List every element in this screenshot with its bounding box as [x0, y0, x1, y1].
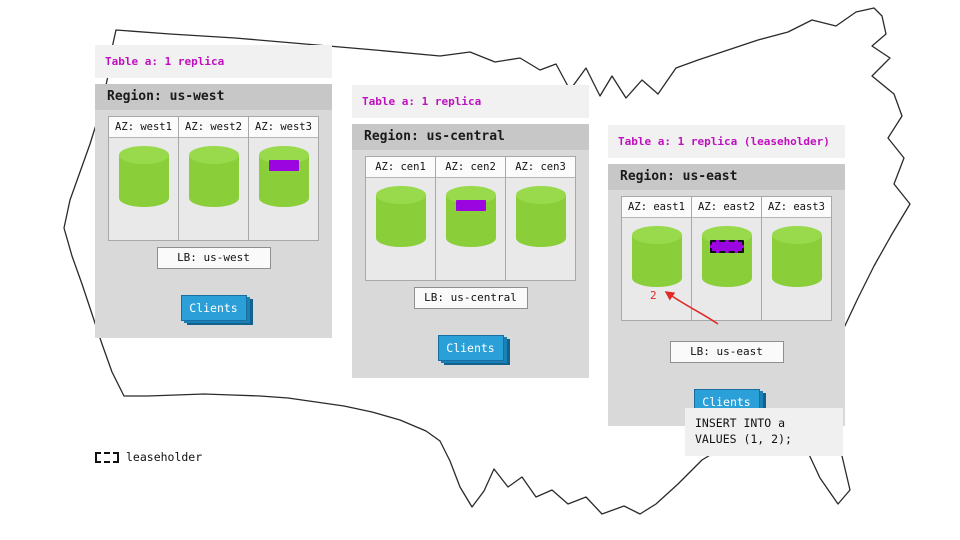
database-cylinder-icon — [258, 146, 309, 207]
database-cylinder-icon — [631, 226, 682, 287]
load-balancer-box: LB: us-east — [669, 341, 784, 363]
replica-chip — [455, 200, 486, 211]
az-area — [762, 218, 831, 320]
table-replica-header: Table a: 1 replica — [95, 45, 332, 78]
sql-statement-note: INSERT INTO a VALUES (1, 2); — [685, 408, 843, 456]
region-panel-body: Region: us-central AZ: cen1 AZ: cen2 — [352, 124, 589, 378]
database-cylinder-icon — [515, 186, 566, 247]
sql-line: INSERT INTO a — [695, 416, 786, 430]
az-cell-cen1: AZ: cen1 — [366, 157, 436, 280]
az-cell-west3: AZ: west3 — [249, 117, 318, 240]
az-label: AZ: west2 — [179, 117, 248, 138]
az-cell-cen3: AZ: cen3 — [506, 157, 575, 280]
region-label: Region: us-west — [95, 84, 332, 110]
az-cell-east1: AZ: east1 — [622, 197, 692, 320]
az-label: AZ: west1 — [109, 117, 178, 138]
az-label: AZ: east3 — [762, 197, 831, 218]
leaseholder-swatch-icon — [95, 451, 119, 463]
az-area — [622, 218, 691, 320]
az-label: AZ: cen2 — [436, 157, 505, 178]
region-label: Region: us-east — [608, 164, 845, 190]
database-cylinder-icon — [118, 146, 169, 207]
database-cylinder-icon — [188, 146, 239, 207]
az-cell-east2: AZ: east2 — [692, 197, 762, 320]
region-panel-us-west: Table a: 1 replica Region: us-west AZ: w… — [95, 45, 332, 338]
database-cylinder-icon — [771, 226, 822, 287]
az-cell-cen2: AZ: cen2 — [436, 157, 506, 280]
az-cell-east3: AZ: east3 — [762, 197, 831, 320]
az-label: AZ: east2 — [692, 197, 761, 218]
az-area — [249, 138, 318, 240]
az-label: AZ: east1 — [622, 197, 691, 218]
az-cell-west1: AZ: west1 — [109, 117, 179, 240]
az-area — [179, 138, 248, 240]
az-row: AZ: west1 AZ: west2 AZ: west3 — [108, 116, 319, 241]
az-label: AZ: west3 — [249, 117, 318, 138]
region-panel-us-east: Table a: 1 replica (leaseholder) Region:… — [608, 125, 845, 426]
sql-line: VALUES (1, 2); — [695, 432, 792, 446]
table-replica-header: Table a: 1 replica (leaseholder) — [608, 125, 845, 158]
clients-box: Clients — [180, 295, 247, 321]
region-panel-body: Region: us-east AZ: east1 AZ: east2 — [608, 164, 845, 426]
az-area — [436, 178, 505, 280]
replica-chip — [268, 160, 299, 171]
az-row: AZ: cen1 AZ: cen2 AZ: cen3 — [365, 156, 576, 281]
az-area — [109, 138, 178, 240]
load-balancer-box: LB: us-west — [156, 247, 271, 269]
az-label: AZ: cen3 — [506, 157, 575, 178]
clients-box: Clients — [437, 335, 504, 361]
az-label: AZ: cen1 — [366, 157, 435, 178]
load-balancer-box: LB: us-central — [413, 287, 528, 309]
database-cylinder-icon — [701, 226, 752, 287]
database-cylinder-icon — [445, 186, 496, 247]
az-area — [692, 218, 761, 320]
legend: leaseholder — [95, 450, 202, 464]
az-row: AZ: east1 AZ: east2 AZ: east3 — [621, 196, 832, 321]
region-panel-body: Region: us-west AZ: west1 AZ: west2 AZ: … — [95, 84, 332, 338]
leaseholder-replica-chip — [709, 240, 744, 253]
region-label: Region: us-central — [352, 124, 589, 150]
az-area — [366, 178, 435, 280]
table-replica-header: Table a: 1 replica — [352, 85, 589, 118]
legend-label: leaseholder — [126, 450, 203, 464]
az-area — [506, 178, 575, 280]
region-panel-us-central: Table a: 1 replica Region: us-central AZ… — [352, 85, 589, 378]
database-cylinder-icon — [375, 186, 426, 247]
az-cell-west2: AZ: west2 — [179, 117, 249, 240]
